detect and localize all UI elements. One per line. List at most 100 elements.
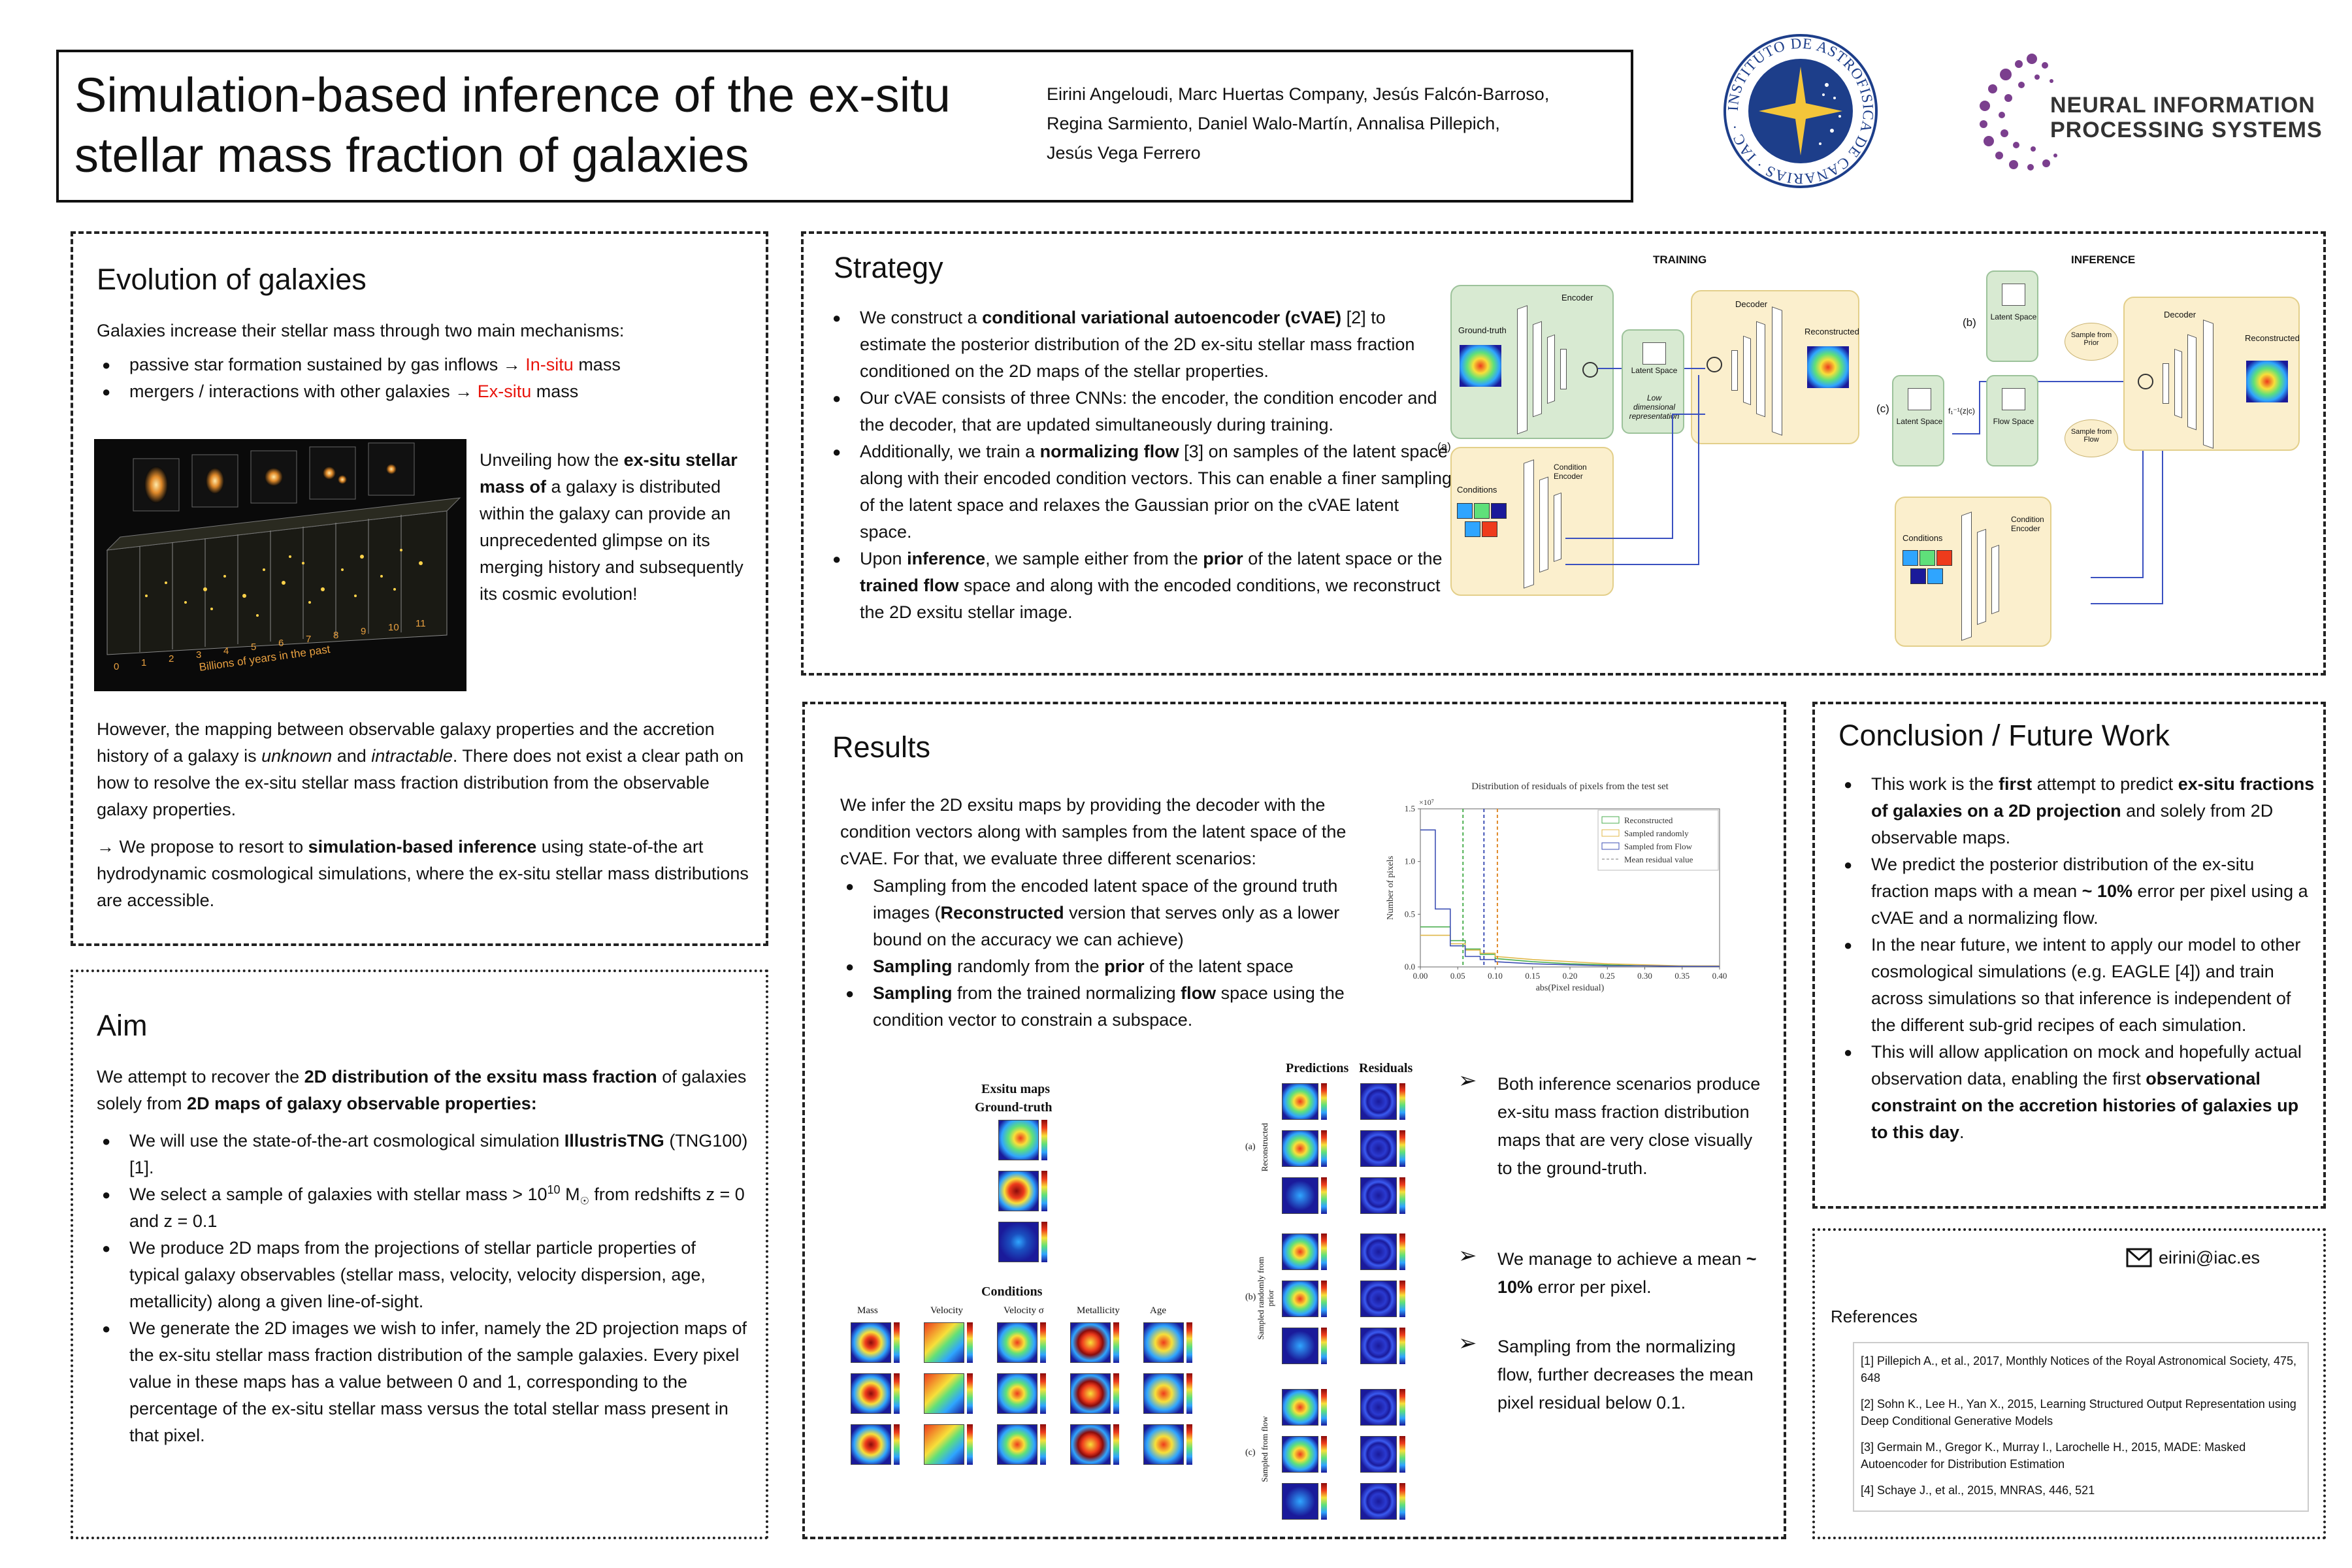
authors-line-2: Regina Sarmiento, Daniel Walo-Martín, An… <box>1047 114 1500 133</box>
legend-label: Mean residual value <box>1624 855 1693 864</box>
authors-line-3: Jesús Vega Ferrero <box>1047 143 1201 163</box>
colorbar <box>894 1373 900 1414</box>
exsitu-maps-figure: Exsitu maps Ground-truth Conditions Mass… <box>851 1074 1217 1525</box>
diagram-connectors <box>1565 368 2163 604</box>
colorbar <box>1321 1233 1327 1270</box>
finding-arrow-icon: ➢ <box>1458 1331 1477 1356</box>
inference-condition-encoder-label: Condition Encoder <box>2011 515 2044 533</box>
colorbar <box>1399 1328 1405 1364</box>
low-dim-label: Low dimensional representation <box>1629 393 1680 421</box>
legend-label: Reconstructed <box>1624 815 1673 825</box>
flow-space-label: Flow Space <box>1993 417 2034 426</box>
condition-map <box>1070 1373 1111 1414</box>
residual-map <box>1360 1483 1397 1520</box>
reference-list: [1] Pillepich A., et al., 2017, Monthly … <box>1853 1342 2309 1512</box>
condition-map <box>851 1424 891 1465</box>
colorbar <box>1399 1436 1405 1473</box>
colorbar <box>1399 1177 1405 1214</box>
results-panel: Results We infer the 2D exsitu maps by p… <box>802 702 1786 1539</box>
diagram-inference-label: INFERENCE <box>2071 253 2136 266</box>
y-multiplier-label: ×10⁷ <box>1419 798 1434 807</box>
scenario-flow: Sampling from the trained normalizing fl… <box>840 980 1382 1034</box>
condition-label: Metallicity <box>1077 1305 1120 1316</box>
results-intro: We infer the 2D exsitu maps by providing… <box>840 795 1347 868</box>
prediction-map <box>1282 1083 1318 1120</box>
colorbar <box>1321 1483 1327 1520</box>
image-axis-tick: 2 <box>169 653 174 664</box>
colorbar <box>1321 1130 1327 1167</box>
email-contact[interactable]: eirini@iac.es <box>2126 1248 2260 1268</box>
residual-map <box>1360 1233 1397 1270</box>
strategy-title: Strategy <box>834 251 943 284</box>
residual-map <box>1360 1083 1397 1120</box>
conclusion-title: Conclusion / Future Work <box>1838 719 2170 752</box>
aim-panel: Aim We attempt to recover the 2D distrib… <box>71 970 768 1539</box>
image-axis-tick: 8 <box>333 630 339 641</box>
finding-error: We manage to achieve a mean ~ 10% error … <box>1497 1249 1757 1297</box>
colorbar <box>1399 1483 1405 1520</box>
finding-visual: Both inference scenarios produce ex-situ… <box>1497 1074 1761 1178</box>
residual-map <box>1360 1389 1397 1426</box>
colorbar <box>1040 1322 1046 1363</box>
conclusion-panel: Conclusion / Future Work This work is th… <box>1812 702 2326 1209</box>
image-axis-tick: 7 <box>306 634 312 645</box>
strategy-item-cnns: Our cVAE consists of three CNNs: the enc… <box>827 385 1454 438</box>
x-tick-label: 0.35 <box>1674 971 1690 981</box>
colorbar <box>1186 1322 1192 1363</box>
condition-map <box>997 1322 1037 1363</box>
image-axis-tick: 1 <box>141 657 147 668</box>
title-line-2: stellar mass fraction of galaxies <box>74 128 749 182</box>
prediction-map <box>1282 1281 1318 1317</box>
aim-item-maps: We produce 2D maps from the projections … <box>97 1235 750 1315</box>
conclusion-item-posterior: We predict the posterior distribution of… <box>1838 851 2315 932</box>
sample-flow-node: Sample from Flow <box>2065 419 2118 457</box>
residual-map <box>1360 1281 1397 1317</box>
prediction-map <box>1282 1233 1318 1270</box>
neurips-logo: NEURAL INFORMATION PROCESSING SYSTEMS <box>1973 46 2339 176</box>
prediction-map <box>1282 1130 1318 1167</box>
strategy-item-flow: Additionally, we train a normalizing flo… <box>827 438 1454 546</box>
flow-latent-label: Latent Space <box>1896 417 1943 426</box>
colorbar <box>1399 1130 1405 1167</box>
legend-label: Sampled randomly <box>1624 828 1689 838</box>
colorbar <box>1321 1436 1327 1473</box>
prior-latent-block: Latent Space <box>1986 270 2038 362</box>
legend-box <box>1597 809 1719 871</box>
decoder-label: Decoder <box>1735 299 1768 309</box>
colorbar <box>1321 1389 1327 1426</box>
title-line-1: Simulation-based inference of the ex-sit… <box>74 68 951 122</box>
image-axis-tick: 0 <box>114 661 120 672</box>
authors: Eirini Angeloudi, Marc Huertas Company, … <box>1047 80 1622 168</box>
condition-map <box>1070 1424 1111 1465</box>
colorbar <box>1040 1424 1046 1465</box>
residual-map <box>1360 1328 1397 1364</box>
sample-prior-node: Sample from Prior <box>2065 323 2118 361</box>
colorbar <box>894 1322 900 1363</box>
evolution-title: Evolution of galaxies <box>97 263 367 296</box>
colorbar <box>1321 1281 1327 1317</box>
chart-title: Distribution of residuals of pixels from… <box>1471 781 1669 792</box>
inference-conditions-block: Conditions Condition Encoder <box>1895 497 2051 647</box>
latent-space-label: Latent Space <box>1631 366 1678 375</box>
flow-space-block: Flow Space <box>1986 375 2038 466</box>
condition-map <box>1143 1373 1184 1414</box>
exsitu-maps-title: Exsitu maps <box>981 1082 1051 1096</box>
y-tick-label: 1.0 <box>1405 857 1415 866</box>
condition-map <box>997 1373 1037 1414</box>
colorbar <box>967 1373 973 1414</box>
inference-conditions-label: Conditions <box>1903 533 1943 543</box>
x-tick-label: 0.30 <box>1637 971 1652 981</box>
inference-decoder-label: Decoder <box>2164 310 2197 319</box>
neurips-line-2: PROCESSING SYSTEMS <box>2050 118 2323 142</box>
legend-swatch <box>1601 816 1620 824</box>
iac-logo: INSTITUTO DE ASTROFISICA DE CANARIAS · I… <box>1722 33 1879 189</box>
sbi-paragraph: → We propose to resort to simulation-bas… <box>97 837 749 910</box>
legend-label: Sampled from Flow <box>1624 841 1693 851</box>
email-address: eirini@iac.es <box>2159 1248 2260 1267</box>
ground-truth-map <box>998 1171 1039 1211</box>
x-tick-label: 0.10 <box>1488 971 1503 981</box>
conclusion-item-first: This work is the first attempt to predic… <box>1838 771 2315 851</box>
condition-map <box>851 1373 891 1414</box>
training-conditions-block: Conditions Condition Encoder <box>1450 447 1614 596</box>
